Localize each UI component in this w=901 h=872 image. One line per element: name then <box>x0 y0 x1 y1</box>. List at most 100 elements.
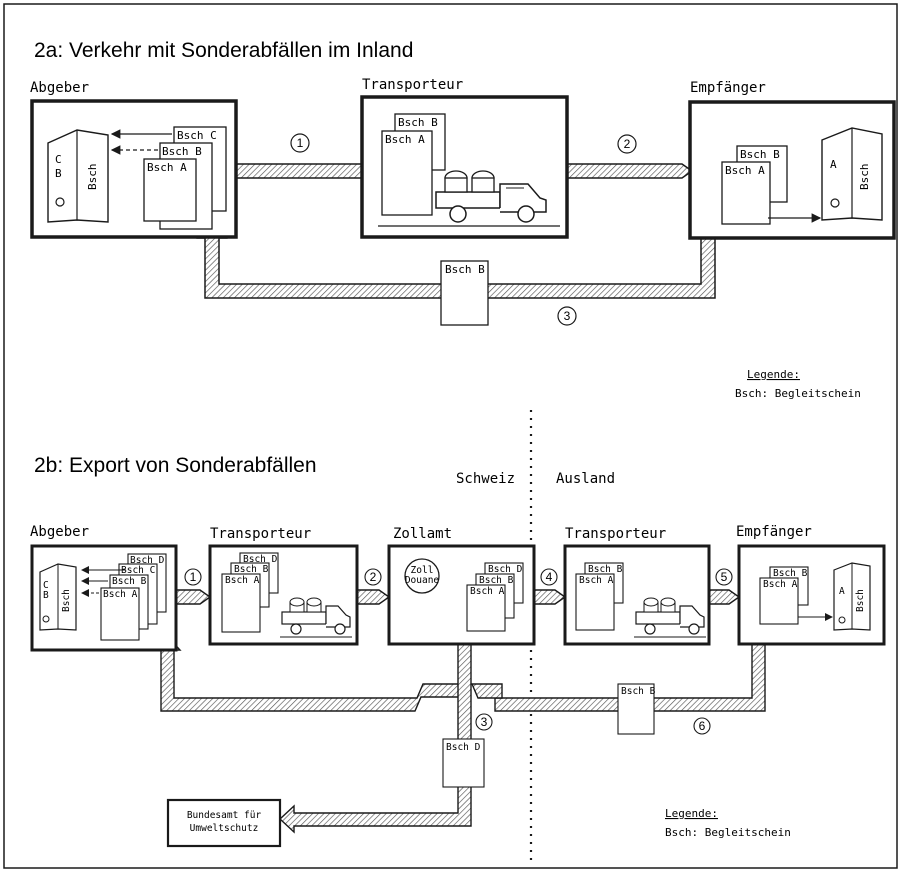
doc-d-in-transit: Bsch D <box>442 738 485 788</box>
legend-title-a: Legende: <box>747 368 800 381</box>
binder-abgeber-a: C B Bsch <box>47 129 109 223</box>
return-doc-a: Bsch B <box>440 260 489 326</box>
truck-b2 <box>634 597 706 638</box>
return-path-from-empfaenger-b <box>470 643 766 712</box>
svg-text:Bsch A: Bsch A <box>579 575 614 586</box>
doc-stack-transporteur2-b: Bsch B Bsch A <box>575 562 624 631</box>
svg-text:3: 3 <box>481 715 488 729</box>
svg-text:Zoll: Zoll <box>411 565 434 576</box>
svg-text:Douane: Douane <box>405 575 440 586</box>
svg-text:Bsch B: Bsch B <box>479 575 514 586</box>
path-zoll-to-bundesamt-b <box>278 643 472 834</box>
svg-text:Bsch D: Bsch D <box>243 554 278 565</box>
svg-text:A: A <box>839 586 845 597</box>
bundesamt-line2: Umweltschutz <box>190 823 259 834</box>
doc-stack-empfaenger-a: Bsch B Bsch A <box>721 145 822 225</box>
label-transporteur-a: Transporteur <box>362 77 463 93</box>
svg-text:Bsch A: Bsch A <box>385 133 425 146</box>
legend-text-b: Bsch: Begleitschein <box>665 826 791 839</box>
svg-text:Bsch C: Bsch C <box>121 565 155 576</box>
svg-text:Bsch B: Bsch B <box>773 568 808 579</box>
step-badge-1-b: 1 <box>184 568 202 586</box>
svg-text:6: 6 <box>699 719 706 733</box>
truck-b1 <box>280 597 352 638</box>
label-zollamt-b: Zollamt <box>393 526 452 542</box>
svg-text:Bsch: Bsch <box>855 589 866 612</box>
svg-text:Bsch A: Bsch A <box>763 579 798 590</box>
svg-text:Bsch B: Bsch B <box>588 564 623 575</box>
step-badge-2-b: 2 <box>364 568 382 586</box>
svg-text:Bsch B: Bsch B <box>398 116 438 129</box>
svg-text:3: 3 <box>564 309 571 323</box>
box-bundesamt <box>166 798 282 848</box>
svg-text:Bsch: Bsch <box>86 164 99 191</box>
svg-text:Bsch A: Bsch A <box>725 164 765 177</box>
svg-text:Bsch: Bsch <box>61 589 72 612</box>
svg-text:1: 1 <box>190 570 197 584</box>
doc-stack-zollamt-b: Bsch D Bsch B Bsch A <box>466 562 524 632</box>
label-empfaenger-b: Empfänger <box>736 524 812 540</box>
truck-a <box>378 170 560 227</box>
arrow-2-b <box>356 589 391 605</box>
border-label-ausland: Ausland <box>556 471 615 487</box>
doc-stack-transporteur-a: Bsch B Bsch A <box>381 113 446 216</box>
label-abgeber-a: Abgeber <box>30 80 89 96</box>
legend-text-a: Bsch: Begleitschein <box>735 387 861 400</box>
zoll-stamp: Zoll Douane <box>404 558 440 594</box>
label-transporteur2-b: Transporteur <box>565 526 666 542</box>
svg-text:Bsch A: Bsch A <box>147 161 187 174</box>
label-transporteur1-b: Transporteur <box>210 526 311 542</box>
svg-text:Bsch B: Bsch B <box>445 263 485 276</box>
doc-stack-abgeber-a: Bsch C Bsch B Bsch A <box>110 126 227 230</box>
doc-stack-transporteur1-b: Bsch D Bsch B Bsch A <box>221 552 279 633</box>
step-badge-6-b: 6 <box>693 717 711 735</box>
return-path-to-abgeber-b <box>152 634 466 712</box>
binder-empfaenger-a: A Bsch <box>821 127 883 221</box>
svg-text:Bsch D: Bsch D <box>130 555 165 566</box>
doc-stack-abgeber-b: Bsch D Bsch C Bsch B Bsch A <box>81 553 167 641</box>
svg-text:Bsch D: Bsch D <box>446 742 481 753</box>
svg-text:2: 2 <box>370 570 377 584</box>
svg-text:5: 5 <box>721 570 728 584</box>
svg-text:C: C <box>55 153 62 166</box>
binder-empfaenger-b: A Bsch <box>833 562 871 631</box>
doc-stack-empfaenger-b: Bsch B Bsch A <box>759 566 833 625</box>
legend-title-b: Legende: <box>665 807 718 820</box>
bundesamt-line1: Bundesamt für <box>187 810 262 821</box>
step-badge-3-b: 3 <box>475 713 493 731</box>
arrow-1-a <box>234 163 379 179</box>
svg-text:Bsch A: Bsch A <box>470 586 505 597</box>
svg-text:Bsch A: Bsch A <box>103 589 138 600</box>
arrow-1-b <box>175 589 212 605</box>
svg-text:Bsch B: Bsch B <box>740 148 780 161</box>
svg-text:1: 1 <box>297 136 304 150</box>
svg-text:Bsch B: Bsch B <box>112 576 147 587</box>
step-badge-3-a: 3 <box>557 306 577 326</box>
svg-text:B: B <box>55 167 62 180</box>
svg-text:4: 4 <box>546 570 553 584</box>
label-abgeber-b: Abgeber <box>30 524 89 540</box>
svg-text:Bsch B: Bsch B <box>162 145 202 158</box>
svg-text:Bsch B: Bsch B <box>621 686 656 697</box>
svg-text:A: A <box>830 158 837 171</box>
svg-text:Bsch C: Bsch C <box>177 129 217 142</box>
svg-text:Bsch: Bsch <box>858 164 871 191</box>
label-empfaenger-a: Empfänger <box>690 80 766 96</box>
svg-text:Bsch A: Bsch A <box>225 575 260 586</box>
svg-text:C: C <box>43 580 49 591</box>
step-badge-4-b: 4 <box>540 568 558 586</box>
svg-text:2: 2 <box>624 137 631 151</box>
svg-text:Bsch B: Bsch B <box>234 564 269 575</box>
outer-frame <box>3 3 898 869</box>
border-label-schweiz: Schweiz <box>456 471 515 487</box>
svg-text:B: B <box>43 590 49 601</box>
arrow-4-b <box>533 589 567 605</box>
arrow-5-b <box>708 589 741 605</box>
step-badge-5-b: 5 <box>715 568 733 586</box>
doc-b-in-transit: Bsch B <box>617 683 656 735</box>
svg-text:Bsch D: Bsch D <box>488 564 523 575</box>
section-b-title: 2b: Export von Sonderabfällen <box>34 454 317 477</box>
step-badge-2-a: 2 <box>617 134 637 154</box>
binder-abgeber-b: C B Bsch <box>39 563 77 631</box>
